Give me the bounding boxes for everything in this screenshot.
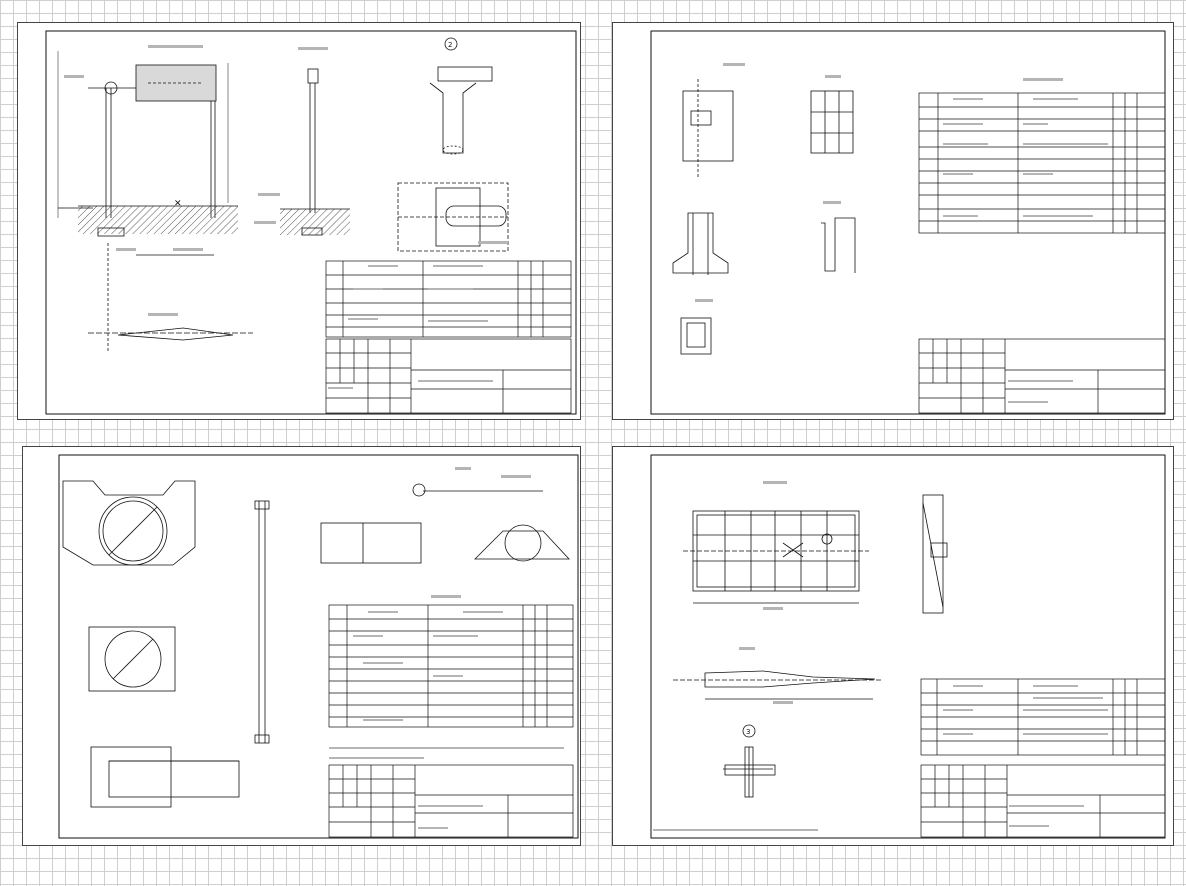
specification-table-1 [325,260,572,338]
svg-text:✕: ✕ [174,199,182,209]
specification-table-4 [920,678,1166,756]
title-block-1 [325,338,572,414]
plan-view [88,327,253,341]
blurred-text-2 [695,63,1108,403]
detail-2-label: 2 [448,41,452,49]
panel-frame-elevation [673,494,948,798]
drawing-sheet-4: 3 [612,446,1174,846]
sheet-3-drawing [58,454,579,839]
detail-3-label: 3 [746,728,750,736]
specification-table-2 [918,92,1166,234]
title-block-4 [920,764,1166,838]
foundation-section [672,79,856,355]
drawing-sheet-3 [22,446,581,846]
specification-table-3 [328,604,574,728]
blurred-text-4 [653,481,1108,831]
base-plate-views [62,480,570,808]
blurred-text-1 [64,45,508,389]
sheet-1-drawing: ✕ 2 [45,30,577,415]
sheet-2-drawing [650,30,1166,415]
title-block-2 [918,338,1166,414]
detail-2: 2 [397,37,509,252]
blurred-text-3 [329,467,564,829]
drawing-sheet-1: ✕ 2 [17,22,581,420]
sign-elevation: ✕ [57,51,238,353]
title-block-3 [328,764,574,838]
sheet-4-drawing: 3 [650,454,1166,839]
drawing-sheet-2 [612,22,1174,420]
post-side-view [280,68,350,236]
